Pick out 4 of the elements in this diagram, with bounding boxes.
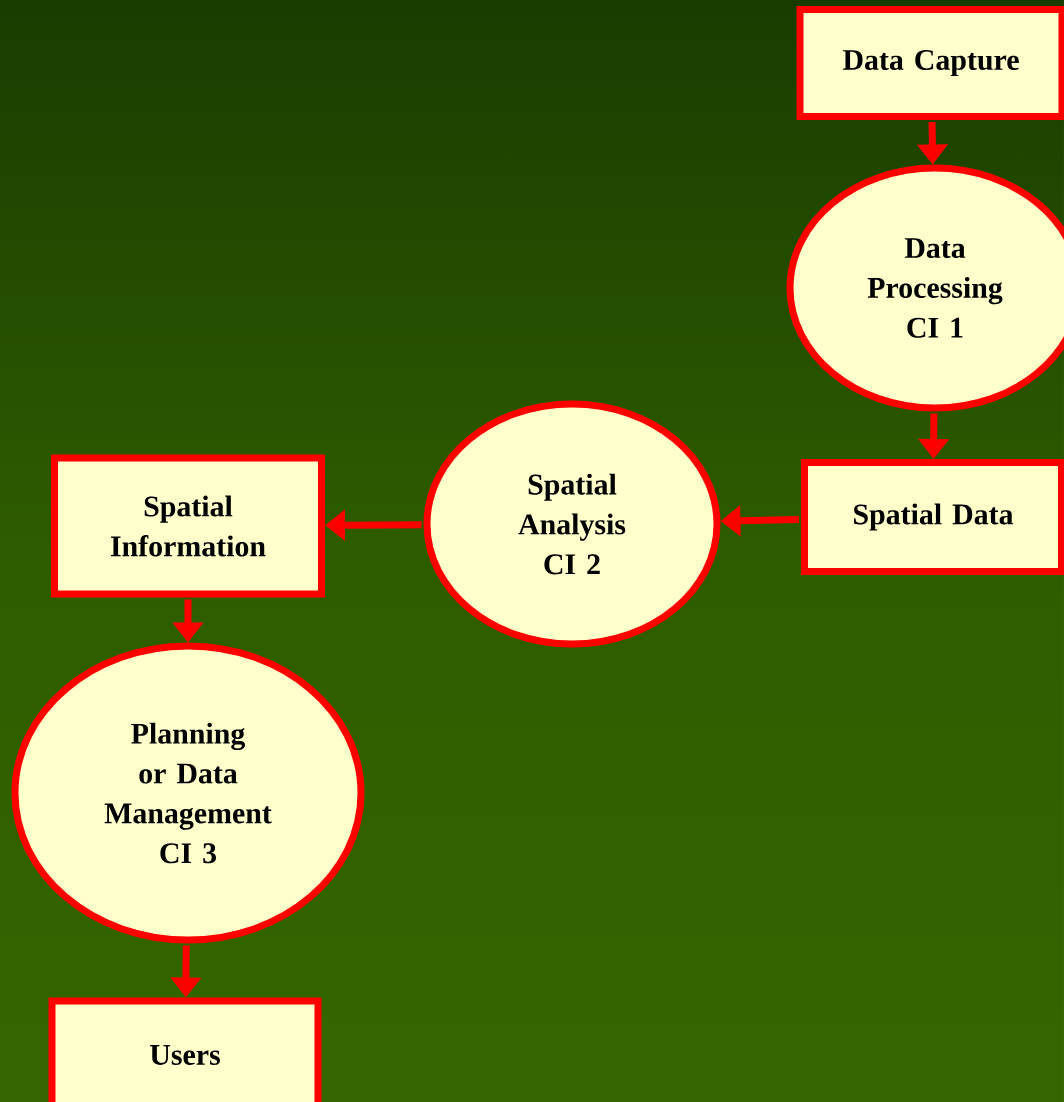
process-box: Users [48,997,322,1102]
process-box: Spatial Data [801,459,1064,575]
process-box: Data Capture [796,6,1064,120]
process-box: Spatial Information [51,454,325,598]
